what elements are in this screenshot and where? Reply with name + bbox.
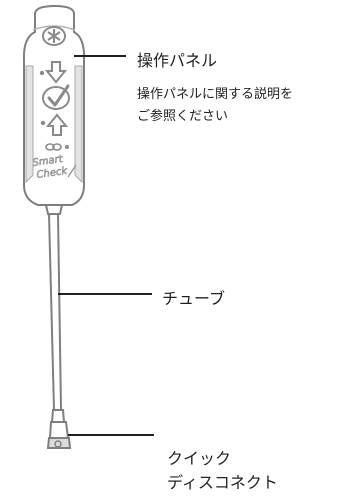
control-panel-note-line2: ご参照ください — [137, 109, 229, 124]
quick-disconnect-label-line1: クイック — [167, 449, 232, 468]
svg-text:Check: Check — [36, 166, 69, 181]
tube — [48, 213, 62, 411]
link-icon — [45, 143, 69, 151]
quick-disconnect — [46, 409, 72, 449]
down-arrow-icon — [39, 61, 68, 84]
smartcheck-logo: Smart Check — [32, 153, 77, 181]
control-panel-plug — [44, 204, 64, 215]
control-panel-note-line1: 操作パネルに関する説明を — [137, 87, 294, 102]
control-panel-note: 操作パネルに関する説明を ご参照ください — [137, 84, 293, 128]
control-panel: Smart Check — [22, 4, 86, 215]
power-icon — [42, 26, 66, 46]
control-panel-side-shade — [25, 65, 83, 184]
svg-text:Smart: Smart — [32, 154, 65, 169]
quick-disconnect-label-line2: ディスコネクト — [167, 473, 278, 492]
up-arrow-icon — [40, 113, 69, 136]
tube-label: チューブ — [162, 289, 226, 308]
check-icon — [42, 84, 70, 110]
quick-disconnect-label: クイック ディスコネクト — [167, 447, 278, 495]
control-panel-label: 操作パネル — [137, 51, 218, 70]
